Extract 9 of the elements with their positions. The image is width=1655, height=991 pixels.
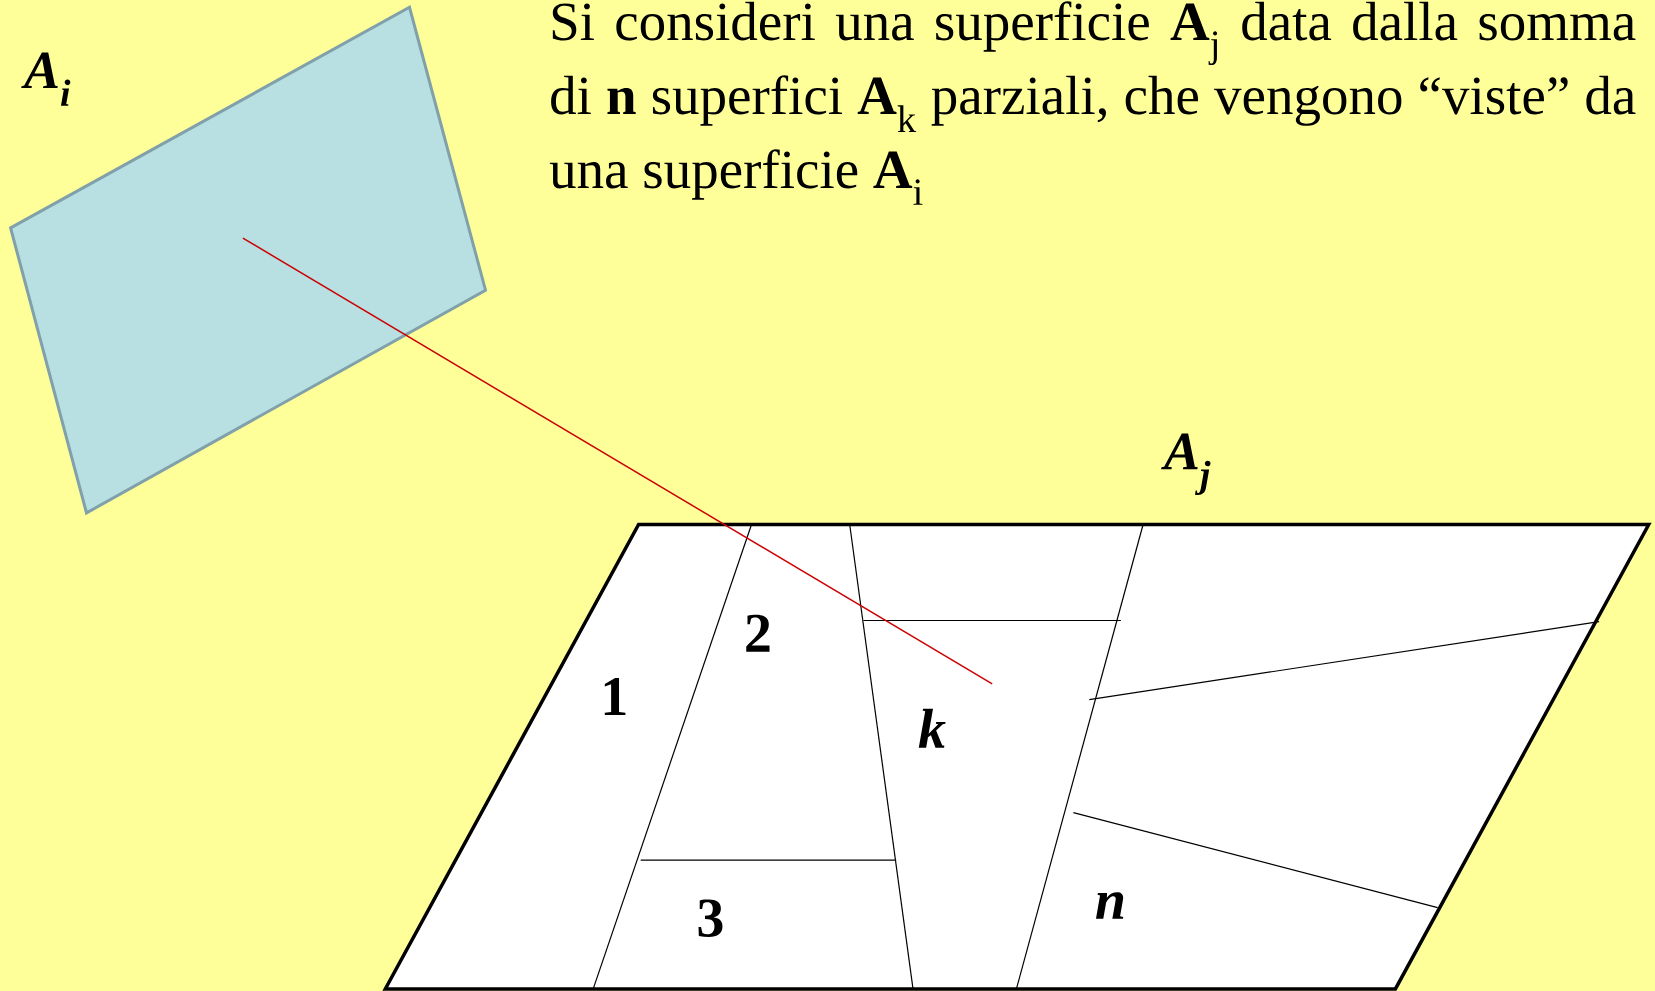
region-number: n [1096,892,1124,919]
surface-label: A$_{j}$ [1161,433,1211,495]
region-number: 1 [604,678,626,715]
region-number: 2 [746,614,770,652]
region-number: k [918,708,946,748]
region-number: 3 [698,899,723,937]
sight-line [242,237,993,685]
description-text: Si consideri una superficie A$_{j}$ data dalla somma di n superfici A$_{k}$ parziali, che vengono “viste” da una superficie A$_{i}$ [549,1,1636,205]
surface-label: A$_{i}$ [21,52,71,106]
